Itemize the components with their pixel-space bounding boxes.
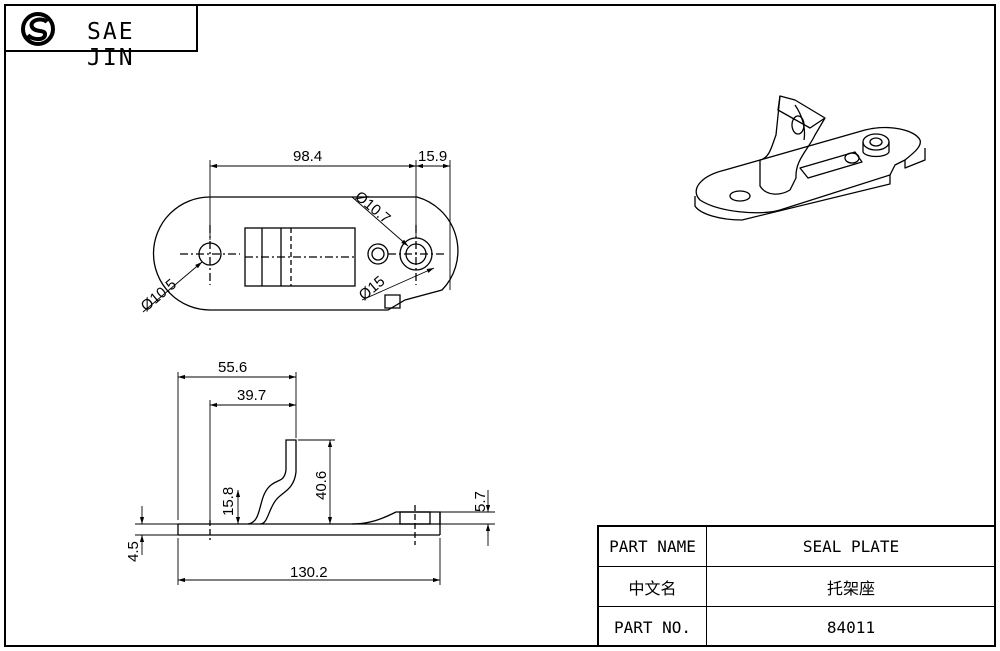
side-view xyxy=(177,439,441,545)
title-row-chinese-name: 中文名 托架座 xyxy=(599,567,995,607)
brand-name: SAE JIN xyxy=(87,19,135,71)
top-view xyxy=(152,196,459,311)
dim-hole-ring-label: Ø15 xyxy=(356,273,389,304)
title-row-part-name: PART NAME SEAL PLATE xyxy=(599,527,995,567)
top-view-dimensions xyxy=(142,160,451,313)
isometric-view xyxy=(694,95,926,221)
title-row-part-no: PART NO. 84011 xyxy=(599,607,995,647)
dim-tab-height-label: 40.6 xyxy=(313,471,330,500)
dim-total-length-label: 130.2 xyxy=(290,564,328,581)
title-value: 84011 xyxy=(826,617,876,637)
title-label: PART NO. xyxy=(599,607,707,647)
drawing-frame xyxy=(4,4,996,647)
title-value: SEAL PLATE xyxy=(802,537,900,556)
title-block: PART NAME SEAL PLATE 中文名 托架座 PART NO. 84… xyxy=(597,525,995,647)
title-label: 中文名 xyxy=(599,567,707,606)
dim-bend-inner-label: 39.7 xyxy=(237,387,266,404)
dim-length-label: 98.4 xyxy=(293,148,322,165)
title-label: PART NAME xyxy=(599,527,707,566)
dim-hole-small-label: Ø10.7 xyxy=(351,188,393,227)
dim-right-height-label: 5.7 xyxy=(472,491,489,512)
dim-bend-offset-label: 55.6 xyxy=(218,359,247,376)
dim-end-offset-label: 15.9 xyxy=(418,148,447,165)
dim-step-height-label: 15.8 xyxy=(220,487,237,516)
sj-logo-icon xyxy=(21,12,55,46)
title-value: 托架座 xyxy=(826,578,875,598)
brand-box: SAE JIN xyxy=(5,5,198,71)
dim-hole-left-label: Ø10.5 xyxy=(138,276,180,315)
side-view-dimensions xyxy=(135,372,495,585)
dim-thickness-label: 4.5 xyxy=(125,541,142,562)
